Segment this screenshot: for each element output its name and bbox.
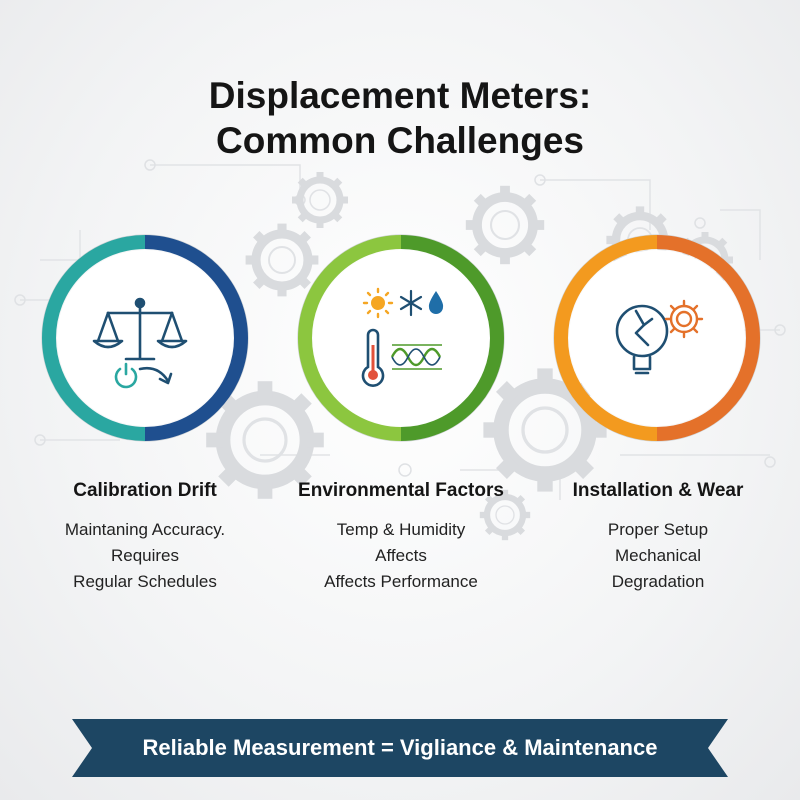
calibration-drift-ring	[40, 233, 250, 443]
calibration-drift-heading: Calibration Drift	[73, 480, 217, 501]
description-line: Maintaning Accuracy.	[64, 520, 226, 539]
broken-gauge-gear-icon	[615, 299, 704, 375]
footer-banner	[72, 719, 728, 777]
installation-wear-ring	[552, 233, 762, 443]
description-line: Requires	[110, 546, 180, 565]
description-line: Regular Schedules	[73, 572, 217, 591]
wave-icon	[390, 344, 442, 370]
thermometer-icon	[361, 328, 385, 387]
description-line: Affects Performance	[324, 572, 478, 591]
installation-wear-description: Proper Setup Mechanical Degradation	[528, 517, 788, 595]
description-line: Temp & Humidity	[336, 520, 466, 539]
balance-scale-icon	[92, 297, 188, 389]
description-line: Mechanical	[615, 546, 701, 565]
snowflake-icon	[399, 289, 423, 317]
description-line: Degradation	[611, 572, 705, 591]
footer-banner-text: Reliable Measurement = Vigliance & Maint…	[142, 735, 658, 760]
sun-icon	[362, 287, 394, 319]
page-title: Displacement Meters: Common Challenges	[0, 73, 800, 163]
title-line-1: Displacement Meters:	[208, 74, 592, 116]
calibration-drift-description: Maintaning Accuracy. Requires Regular Sc…	[15, 517, 275, 595]
title-line-2: Common Challenges	[216, 119, 584, 161]
description-line: Affects	[375, 546, 427, 565]
weather-thermometer-icon	[361, 287, 444, 387]
environmental-factors-ring	[296, 233, 506, 443]
environmental-factors-heading: Environmental Factors	[298, 480, 504, 501]
installation-wear-heading: Installation & Wear	[572, 480, 744, 501]
water-drop-icon	[428, 291, 444, 314]
description-line: Proper Setup	[607, 520, 709, 539]
environmental-factors-description: Temp & Humidity Affects Affects Performa…	[271, 517, 531, 595]
